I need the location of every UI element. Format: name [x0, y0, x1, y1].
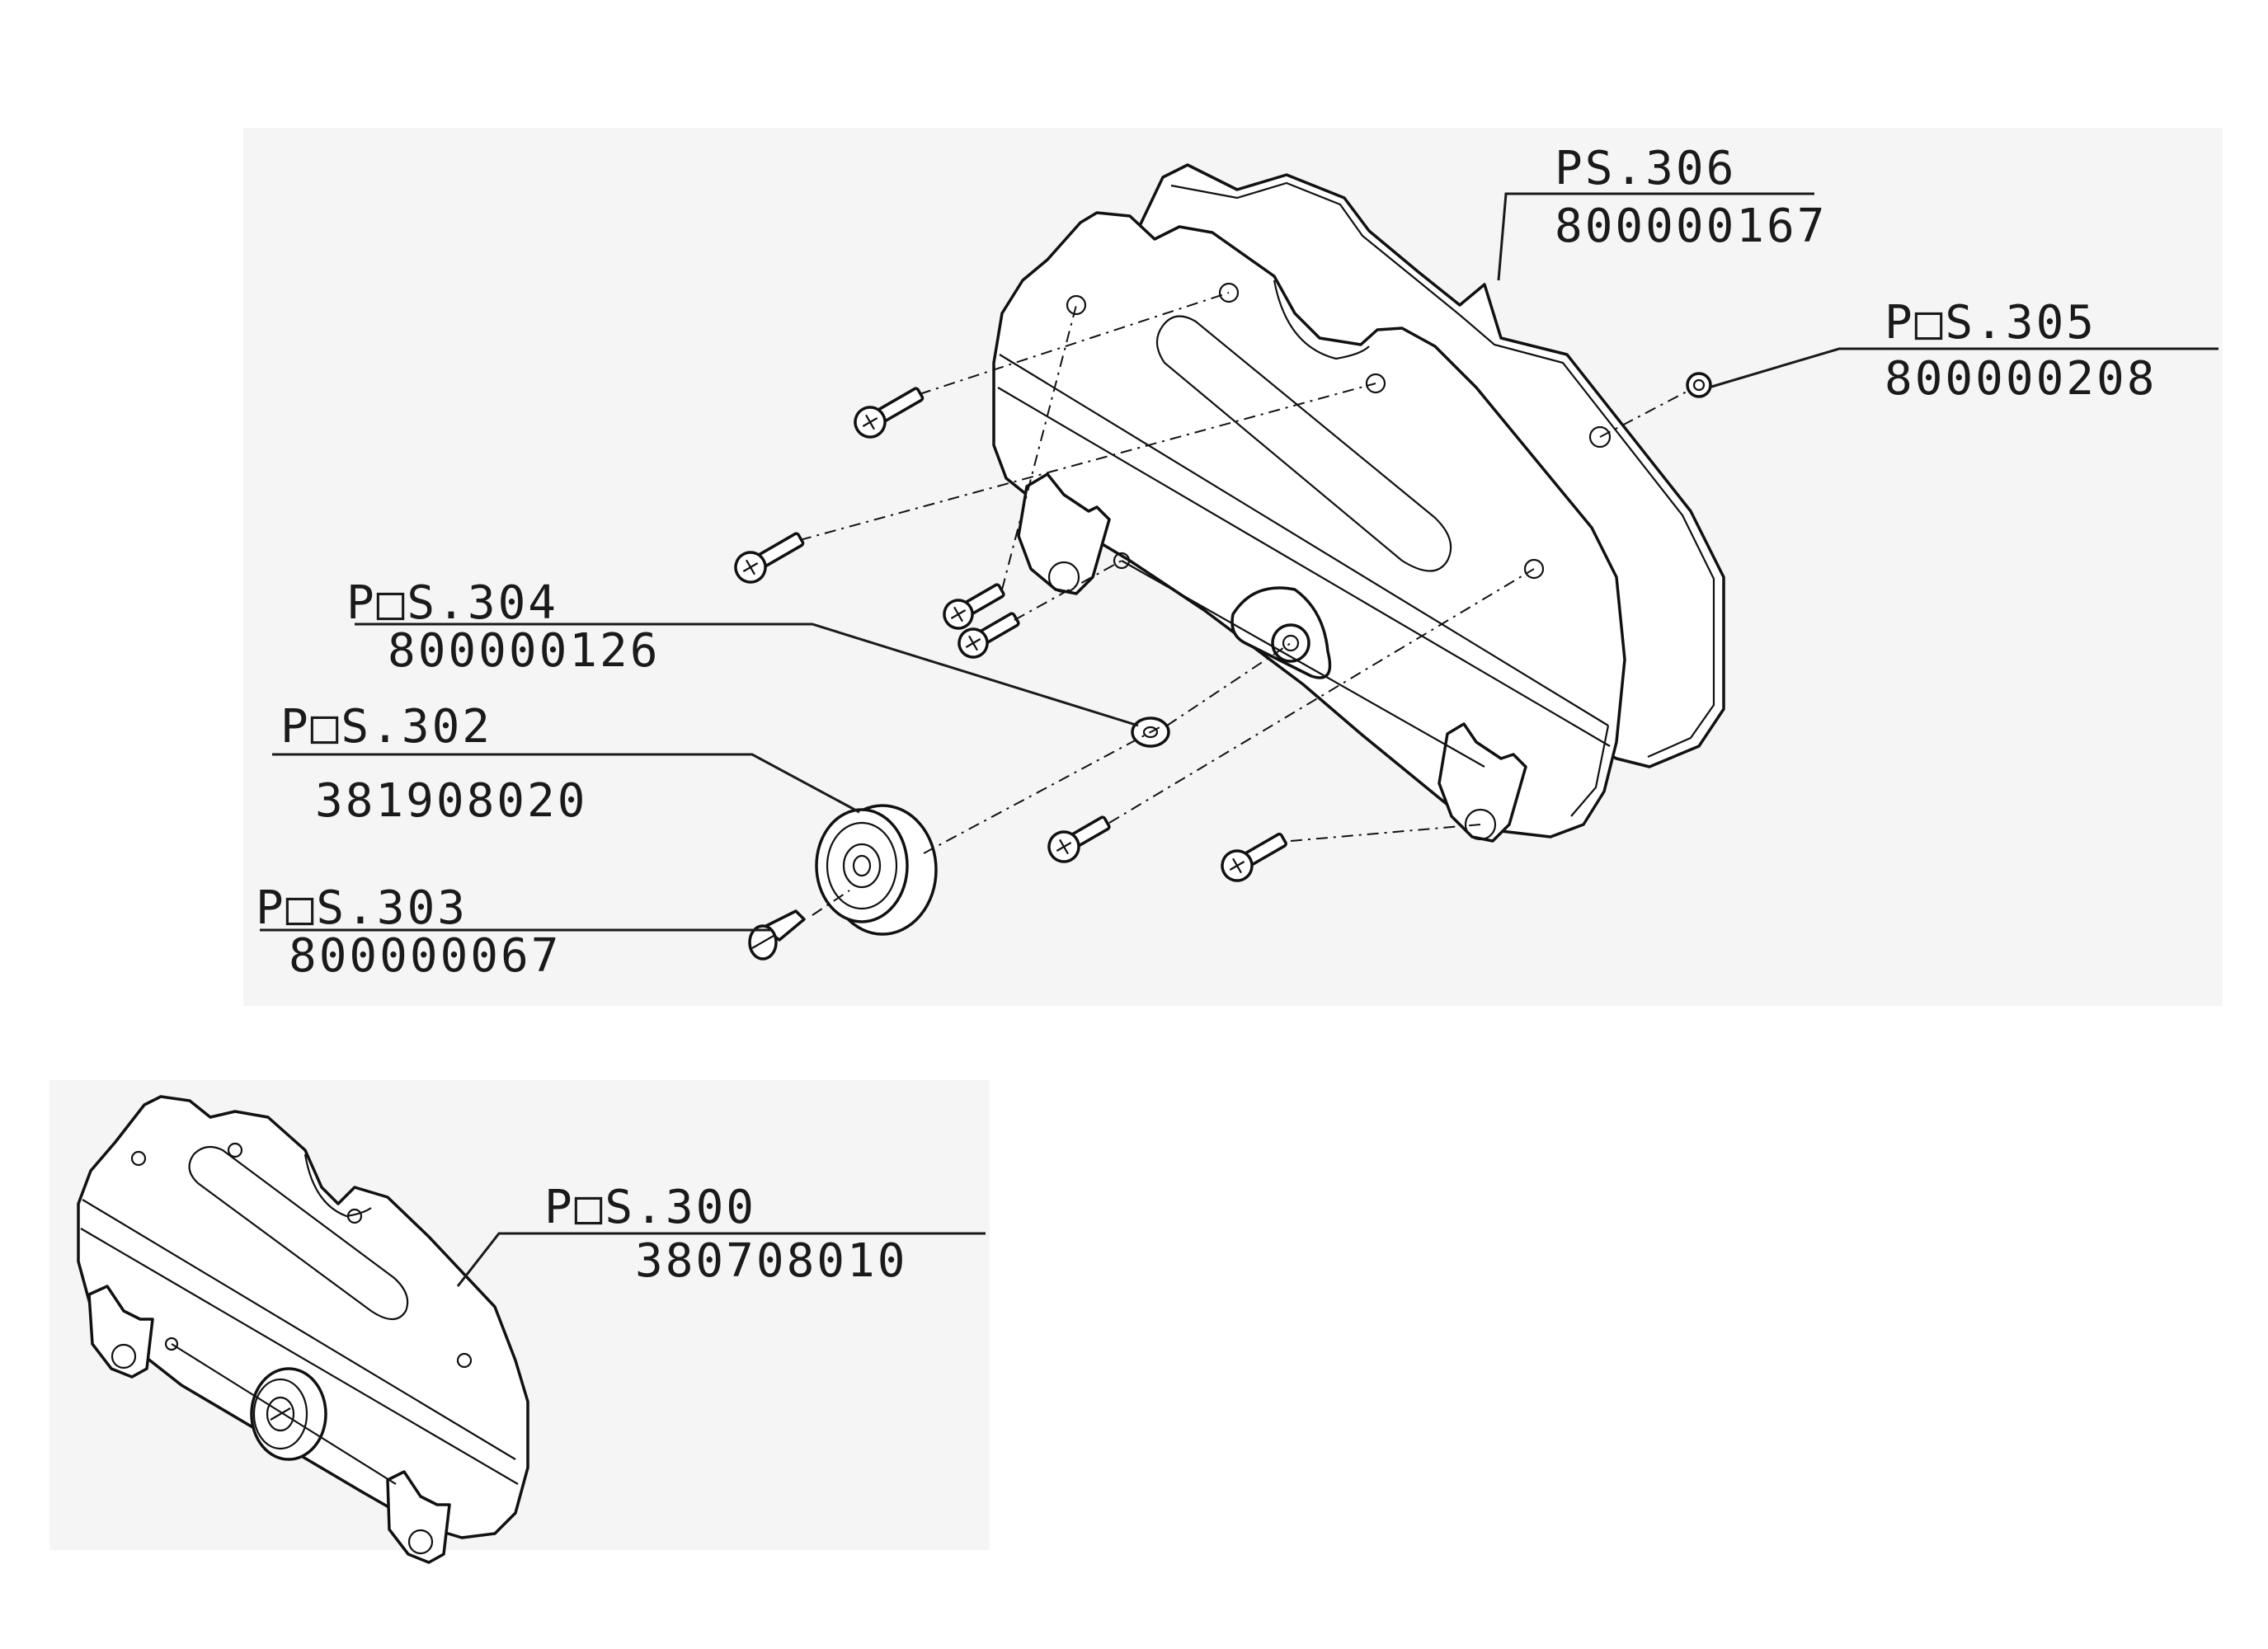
assembled-housing	[77, 1095, 529, 1564]
slotted-screw-part	[748, 909, 806, 961]
housing-slot	[1155, 315, 1452, 572]
callout-part-number: 380708010	[635, 1234, 907, 1288]
callout-303: P□S.303 800000067	[256, 881, 771, 983]
exploded-assembly	[734, 163, 1725, 961]
callout-pos: P□S.305	[1885, 296, 2096, 350]
callout-304: P□S.304 800000126	[346, 576, 1139, 727]
callout-pos: PS.306	[1555, 142, 1736, 195]
callout-pos: P□S.303	[256, 881, 468, 935]
nut-part	[1686, 372, 1712, 398]
magnet-part	[815, 804, 938, 936]
callout-pos: P□S.302	[280, 700, 492, 754]
callout-part-number: 800000167	[1555, 200, 1827, 253]
callout-306: PS.306 800000167	[1497, 142, 1827, 281]
callout-part-number: 800000126	[388, 624, 660, 678]
callout-302: P□S.302 381908020	[272, 700, 860, 828]
callout-pos: P□S.304	[346, 576, 558, 630]
hinge-clip-left	[1017, 472, 1111, 595]
assembly-axes	[799, 292, 1687, 916]
callout-305: P□S.305 800000208	[1708, 296, 2219, 406]
housing-body	[992, 211, 1626, 839]
callout-part-number: 800000208	[1885, 352, 2157, 406]
callout-300: P□S.300 380708010	[456, 1181, 986, 1288]
phillips-screws	[734, 387, 1287, 882]
callout-part-number: 800000067	[289, 929, 561, 983]
callout-part-number: 381908020	[315, 774, 587, 828]
callout-pos: P□S.300	[544, 1181, 756, 1234]
